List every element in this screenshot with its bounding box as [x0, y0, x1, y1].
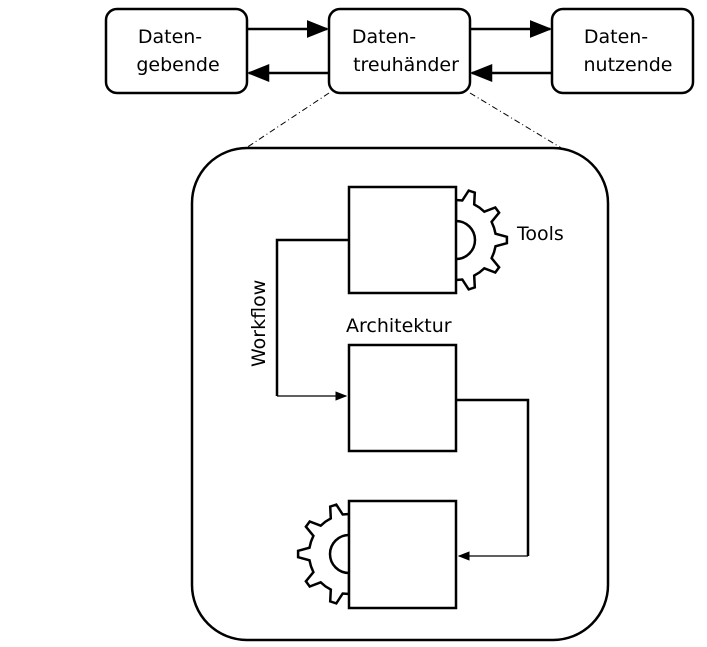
process-square [347, 499, 458, 610]
node-data-givers-line1: Daten- [138, 26, 202, 48]
workflow-label: Workflow [248, 280, 270, 367]
node-data-givers: Daten- gebende [104, 7, 249, 95]
zoom-line-left [239, 92, 330, 153]
zoom-line-right [469, 92, 569, 153]
tools-label: Tools [516, 223, 564, 245]
gear-icon [454, 189, 509, 291]
gear-icon [296, 503, 351, 605]
workflow-connector-1 [275, 238, 349, 396]
node-data-givers-line2: gebende [136, 54, 219, 76]
node-data-trustee-line1: Daten- [352, 26, 416, 48]
architecture-label: Architektur [346, 315, 452, 337]
architecture-square [347, 343, 458, 453]
workflow-connector-2 [456, 398, 530, 556]
node-data-users-line1: Daten- [584, 26, 648, 48]
node-data-users: Daten- nutzende [550, 7, 695, 95]
node-data-trustee-line2: treuhänder [353, 54, 459, 76]
node-data-users-line2: nutzende [584, 54, 673, 76]
tools-square [347, 185, 458, 295]
node-data-trustee: Daten- treuhänder [327, 7, 472, 95]
